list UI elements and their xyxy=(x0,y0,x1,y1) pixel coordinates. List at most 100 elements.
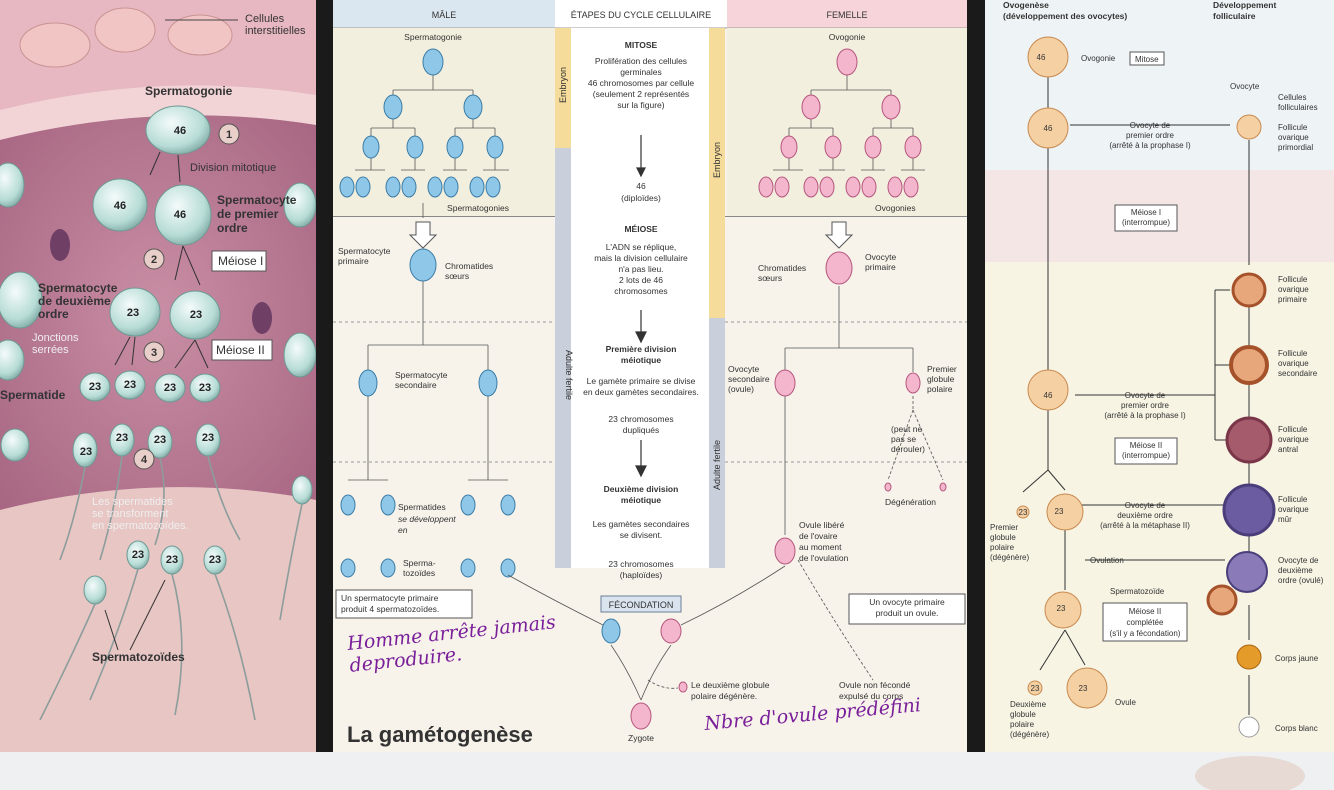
sperm-tails xyxy=(39,455,303,721)
header-etapes: ÉTAPES DU CYCLE CELLULAIRE xyxy=(571,10,711,20)
count-label: 46 xyxy=(1044,391,1053,400)
stage-meiose-text: L'ADN se réplique,mais la division cellu… xyxy=(594,242,688,296)
count-label: 23 xyxy=(89,381,101,393)
male-spermatogonie: Spermatogonie xyxy=(404,32,462,42)
flow-lines xyxy=(1022,75,1250,715)
stage-haploides: 23 chromosomes(haploïdes) xyxy=(608,559,673,580)
count-label: 23 xyxy=(190,309,202,321)
footer-strip xyxy=(0,752,1334,790)
count-label: 23 xyxy=(127,307,139,319)
right-diagram-svg: Ovogenèse(développement des ovocytes) Dé… xyxy=(985,0,1334,752)
male-tree-lines xyxy=(348,75,509,481)
count-label: 23 xyxy=(1057,604,1066,613)
label-zygote: Zygote xyxy=(628,733,654,743)
label-spermatozoides: Spermatozoïdes xyxy=(92,650,185,664)
count-label: 46 xyxy=(174,209,186,221)
label-meiose2: Méiose II(interrompue) xyxy=(1122,441,1170,460)
center-diagram-svg: MÂLE ÉTAPES DU CYCLE CELLULAIRE FEMELLE … xyxy=(333,0,967,752)
count-label: 23 xyxy=(164,382,176,394)
right-cells xyxy=(1016,36,1276,738)
male-cells xyxy=(339,48,516,578)
label-ovulation: Ovulation xyxy=(1090,556,1124,565)
count-label: 23 xyxy=(132,549,144,561)
count-label: 23 xyxy=(202,432,214,444)
vertical-adulte-right: Adulte fertile xyxy=(712,440,722,490)
header-femelle: FEMELLE xyxy=(826,10,867,20)
count-label: 46 xyxy=(114,200,126,212)
step-number: 4 xyxy=(141,454,148,466)
header-male: MÂLE xyxy=(432,10,457,20)
count-label: 23 xyxy=(1019,508,1028,517)
step-number: 1 xyxy=(226,129,232,141)
count-label: 23 xyxy=(1079,684,1088,693)
count-label: 46 xyxy=(1044,124,1053,133)
label-corps-jaune: Corps jaune xyxy=(1275,654,1319,663)
female-ovogonie: Ovogonie xyxy=(829,32,866,42)
ovogenesis-folliculogenesis-diagram: Ovogenèse(développement des ovocytes) Dé… xyxy=(985,0,1334,752)
male-spermatozoides: Sperma-tozoïdes xyxy=(403,558,436,578)
count-label: 23 xyxy=(124,379,136,391)
count-label: 23 xyxy=(154,434,166,446)
count-label: 23 xyxy=(166,554,178,566)
stage-meiose-title: MÉIOSE xyxy=(624,224,657,234)
vertical-adulte-left: Adulte fertile xyxy=(564,350,574,400)
stage-diploides: 46(diploïdes) xyxy=(621,181,661,203)
left-illustration-svg: 46 46 46 23 23 23 23 23 23 23 23 23 23 2… xyxy=(0,0,316,752)
label-meiose2: Méiose II xyxy=(216,343,265,357)
female-ovogonies: Ovogonies xyxy=(875,203,916,213)
seminiferous-tubule-illustration: 46 46 46 23 23 23 23 23 23 23 23 23 23 2… xyxy=(0,0,316,752)
vertical-embryon-right: Embryon xyxy=(712,142,722,178)
count-label: 23 xyxy=(209,554,221,566)
vertical-embryon-left: Embryon xyxy=(558,67,568,103)
stage-arrows xyxy=(635,135,647,478)
gametogenesis-diagram: MÂLE ÉTAPES DU CYCLE CELLULAIRE FEMELLE … xyxy=(333,0,967,752)
label-division-mitotique: Division mitotique xyxy=(190,162,276,174)
fertilization-lines xyxy=(507,559,874,701)
label-ovocyte: Ovocyte xyxy=(1230,82,1260,91)
diagram-title: La gamétogenèse xyxy=(347,722,533,747)
label-corps-blanc: Corps blanc xyxy=(1275,724,1318,733)
cell-group xyxy=(0,105,316,605)
decorative-image xyxy=(1195,756,1305,790)
label-meiose1: Méiose I xyxy=(218,254,263,268)
female-cells xyxy=(630,48,947,730)
female-degeneration: Dégénération xyxy=(885,497,936,507)
label-spermatozoide: Spermatozoïde xyxy=(1110,587,1165,596)
step-number: 2 xyxy=(151,254,157,266)
count-label: 23 xyxy=(1055,507,1064,516)
male-spermatogonies: Spermatogonies xyxy=(447,203,509,213)
stage-fecondation: FÉCONDATION xyxy=(609,600,674,610)
label-meiose1: Méiose I(interrompue) xyxy=(1122,208,1170,227)
division-arrows xyxy=(104,151,209,651)
male-spermatides: Spermatides xyxy=(398,502,446,512)
label-ovogonie: Ovogonie xyxy=(1081,54,1116,63)
